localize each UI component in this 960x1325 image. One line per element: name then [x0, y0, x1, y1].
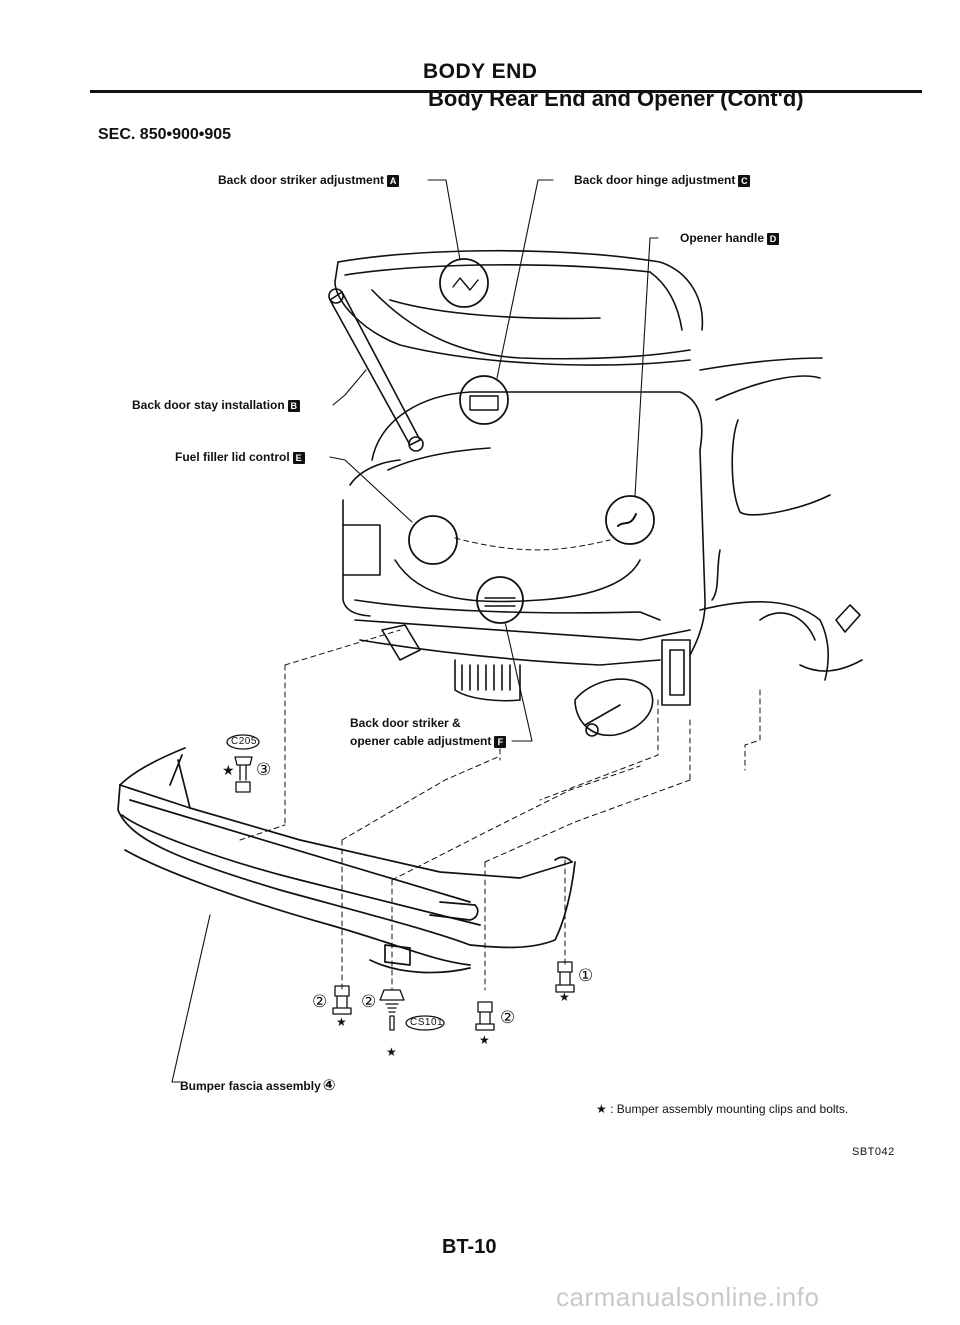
legend: ★ : Bumper assembly mounting clips and b…	[596, 1102, 848, 1116]
striker-detail-circle	[439, 258, 489, 308]
callout-key-c: C	[738, 174, 751, 187]
vehicle-body	[342, 357, 863, 681]
part-number-4: ④	[322, 1077, 336, 1094]
legend-star: ★	[596, 1102, 607, 1116]
striker-cable-detail-circle	[476, 576, 524, 624]
watermark: carmanualsonline.info	[556, 1282, 820, 1312]
figure-code: SBT042	[852, 1146, 895, 1158]
back-door-stay	[328, 288, 424, 452]
dashed-guides	[239, 537, 761, 991]
section-code: SEC. 850•900•905	[98, 126, 232, 143]
star-marker: ★	[386, 1045, 397, 1059]
section-title: BODY END	[423, 60, 538, 83]
callout-text: opener cable adjustment	[350, 734, 492, 748]
callout-text: Fuel filler lid control	[175, 450, 290, 464]
callout-text: Back door stay installation	[132, 398, 285, 412]
hinge-detail-circle	[459, 375, 509, 425]
callout-key-e: E	[292, 451, 305, 464]
exhaust-pipe	[574, 678, 654, 737]
legend-text: : Bumper assembly mounting clips and bol…	[610, 1102, 849, 1116]
part-number-2: ②	[500, 1008, 516, 1027]
clip-code-cs101: CS101	[410, 1017, 444, 1028]
callout-key-a: A	[387, 174, 400, 187]
callout-text: Bumper fascia assembly	[180, 1079, 321, 1093]
callout-text: Opener handle	[680, 231, 765, 245]
callout-key-d: D	[767, 232, 780, 245]
bumper-fascia	[117, 747, 576, 974]
header-rule	[90, 90, 922, 93]
fuel-lid-detail-circle	[408, 515, 458, 565]
callout-text: Back door hinge adjustment	[574, 173, 736, 187]
part-number-2: ②	[361, 992, 377, 1011]
page-number: BT-10	[442, 1236, 497, 1258]
callout-striker-cable-line1: Back door striker &	[350, 716, 461, 730]
detail-circles	[408, 258, 655, 624]
part-number-1: ①	[578, 966, 594, 985]
callout-key-f: F	[494, 735, 507, 748]
star-marker: ★	[222, 762, 235, 778]
part-number-3: ③	[256, 760, 272, 779]
rear-panel	[354, 559, 691, 706]
callout-text: Back door striker adjustment	[218, 173, 385, 187]
part-number-2: ②	[312, 992, 328, 1011]
opener-handle-detail-circle	[605, 495, 655, 545]
clip-code-c205: C205	[231, 736, 257, 747]
star-marker: ★	[336, 1015, 347, 1029]
star-marker: ★	[479, 1033, 490, 1047]
back-door-outline	[334, 249, 704, 366]
callout-key-b: B	[287, 399, 300, 412]
fasteners	[226, 734, 575, 1031]
leader-lines	[171, 179, 659, 1083]
star-marker: ★	[559, 990, 570, 1004]
